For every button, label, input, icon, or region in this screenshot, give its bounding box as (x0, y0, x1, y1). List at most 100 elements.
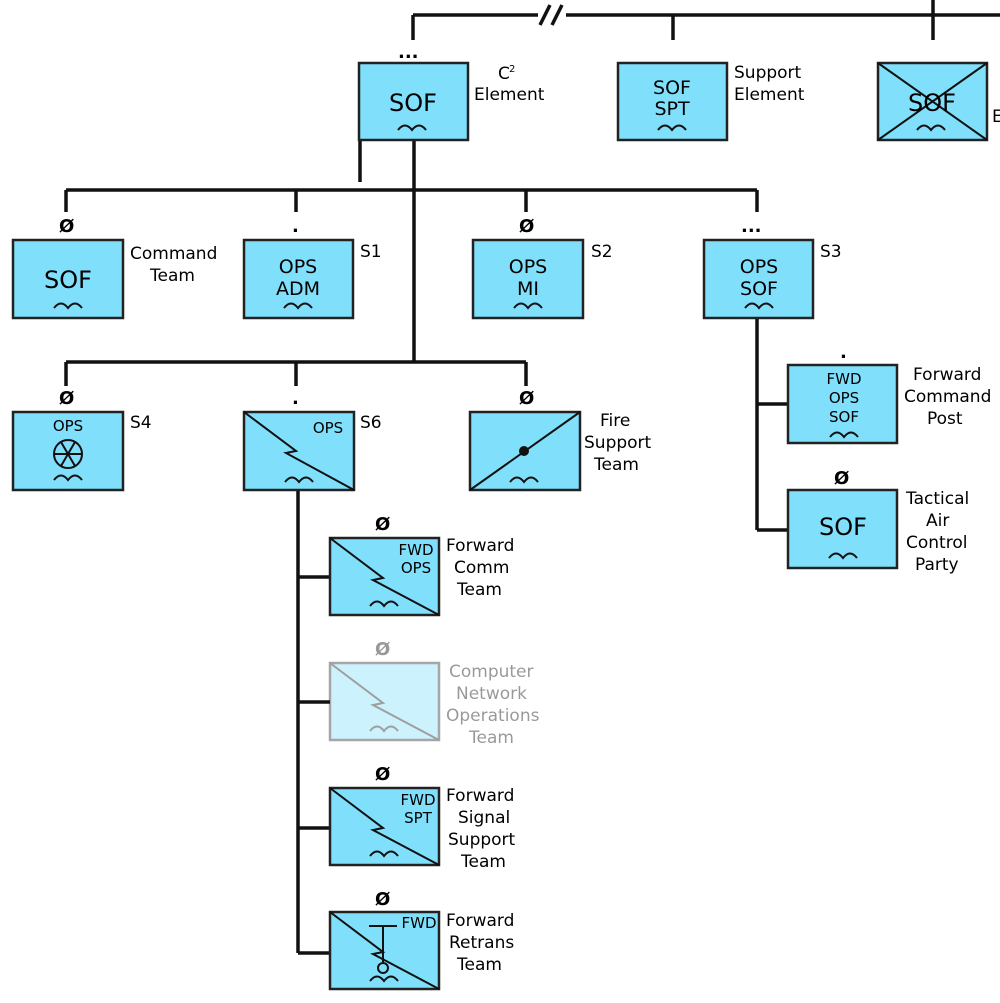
unit-s1: . OPS ADM S1 (242, 216, 382, 320)
unit-label: Network (456, 684, 527, 704)
unit-frame (786, 363, 899, 445)
unit-text: OPS (53, 417, 83, 435)
signal-lightning-icon (329, 787, 440, 866)
unit-label: Team (460, 852, 506, 872)
unit-s2: Ø OPS MI S2 (471, 216, 613, 320)
echelon-marker: Ø (59, 216, 74, 237)
sof-modifier-icon (369, 975, 399, 983)
unit-text: SOF (44, 266, 92, 294)
unit-text: OPS (829, 389, 859, 407)
unit-frame (11, 238, 125, 320)
echelon-marker: Ø (519, 216, 534, 237)
unit-label: Command (904, 387, 991, 407)
unit-label: Party (915, 555, 959, 575)
unit-label: Tactical (905, 489, 969, 509)
unit-text: SOF (908, 89, 956, 117)
connector-lines (64, 0, 1000, 955)
unit-text: FWD (398, 541, 433, 559)
unit-forward-signal-support-team: Ø FWD SPT Forward Signal Support Team (328, 764, 516, 872)
sof-modifier-icon (744, 302, 774, 310)
unit-text: OPS (740, 256, 778, 278)
unit-label: Forward (446, 786, 514, 806)
unit-fire-support-team: Ø Fire Support Team (468, 388, 652, 492)
sof-modifier-icon (283, 302, 313, 310)
antenna-icon (369, 925, 397, 974)
unit-label: Post (927, 409, 963, 429)
signal-lightning-icon (243, 411, 355, 491)
unit-label: C (498, 64, 510, 84)
signal-lightning-icon (329, 537, 440, 616)
echelon-marker: ... (398, 42, 419, 63)
unit-frame (702, 238, 815, 320)
signal-lightning-icon (329, 662, 440, 741)
fire-support-dot-icon (519, 446, 529, 456)
unit-label: E (992, 107, 1000, 127)
echelon-marker: . (292, 216, 299, 237)
unit-s3: ... OPS SOF S3 (702, 216, 842, 320)
unit-s6: . OPS S6 (242, 388, 382, 492)
unit-label: S6 (360, 413, 382, 433)
echelon-marker: Ø (375, 764, 390, 785)
unit-text: MI (517, 278, 539, 300)
echelon-marker: Ø (375, 889, 390, 910)
unit-label: S1 (360, 242, 382, 262)
unit-text: OPS (509, 256, 547, 278)
echelon-marker: . (840, 342, 847, 363)
unit-text: SPT (404, 809, 433, 827)
unit-label: S3 (820, 242, 842, 262)
unit-command-team: Ø SOF Command Team (11, 216, 217, 320)
sof-modifier-icon (53, 302, 83, 310)
unit-label: Team (468, 728, 514, 748)
sof-modifier-icon (509, 476, 539, 484)
sof-modifier-icon (369, 600, 399, 608)
unit-text: ADM (276, 278, 320, 300)
unit-label: Element (734, 85, 805, 105)
unit-tactical-air-control-party: Ø SOF Tactical Air Control Party (786, 468, 969, 575)
unit-support-element: SOF SPT Support Element (616, 61, 805, 142)
unit-label: S4 (130, 413, 152, 433)
unit-frame (616, 61, 729, 142)
unit-label: Computer (449, 662, 534, 682)
unit-text: FWD (400, 791, 435, 809)
unit-text: SOF (829, 408, 859, 426)
signal-lightning-icon (329, 911, 440, 990)
echelon-marker: Ø (375, 639, 390, 660)
echelon-marker: Ø (834, 468, 849, 489)
echelon-marker: Ø (519, 388, 534, 409)
unit-label: Team (149, 266, 195, 286)
unit-label: Support (584, 433, 652, 453)
sof-modifier-icon (53, 474, 83, 482)
unit-label: Retrans (449, 933, 514, 953)
echelon-marker: Ø (59, 388, 74, 409)
unit-frame (471, 238, 585, 320)
unit-frame (328, 661, 441, 742)
unit-frame (242, 238, 355, 320)
unit-frame (11, 410, 125, 492)
supply-wheel-icon (53, 439, 83, 469)
unit-label: Forward (446, 911, 514, 931)
unit-computer-network-operations-team: Ø Computer Network Operations Team (328, 639, 540, 748)
unit-label: Forward (913, 365, 981, 385)
unit-text: SOF (389, 89, 437, 117)
unit-label: Support (734, 63, 802, 83)
unit-forward-comm-team: Ø FWD OPS Forward Comm Team (328, 514, 514, 617)
echelon-marker: . (292, 388, 299, 409)
unit-text: OPS (401, 559, 431, 577)
unit-c2-element: ... SOF C 2 Element (357, 42, 545, 142)
sof-modifier-icon (828, 552, 858, 560)
unit-text: SOF (653, 77, 691, 99)
unit-frame (786, 488, 899, 570)
unit-label: Team (593, 455, 639, 475)
sof-modifier-icon (916, 124, 946, 132)
unit-label: Forward (446, 536, 514, 556)
unit-text: SPT (654, 98, 690, 120)
unit-forward-command-post: . FWD OPS SOF Forward Command Post (786, 342, 991, 445)
unit-label: Operations (446, 706, 540, 726)
sof-modifier-icon (829, 431, 859, 439)
unit-label: Signal (458, 808, 510, 828)
unit-s4: Ø OPS S4 (11, 388, 152, 492)
unit-label-superscript: 2 (509, 64, 515, 75)
unit-label: Element (474, 85, 545, 105)
sof-modifier-icon (284, 476, 314, 484)
